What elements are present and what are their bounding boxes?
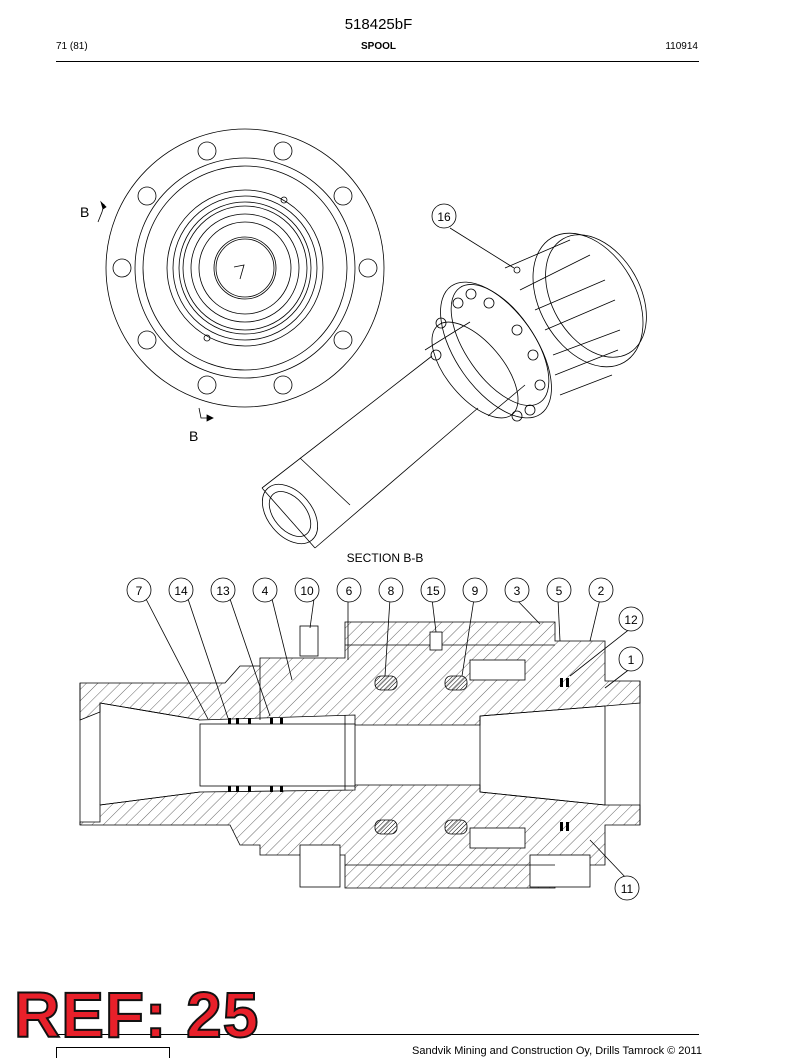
- callout-5: 5: [546, 577, 572, 603]
- callout-12: 12: [618, 606, 644, 632]
- svg-text:13: 13: [216, 584, 230, 598]
- svg-text:16: 16: [437, 210, 451, 224]
- callout-11: 11: [614, 875, 640, 901]
- page-title: SPOOL: [360, 41, 396, 52]
- callout-14: 14: [168, 577, 194, 603]
- svg-text:12: 12: [624, 613, 638, 627]
- svg-text:4: 4: [262, 584, 269, 598]
- callout-13: 13: [210, 577, 236, 603]
- callout-15: 15: [420, 577, 446, 603]
- callout-3: 3: [504, 577, 530, 603]
- isometric-view: [261, 227, 647, 549]
- callout-16: 16: [431, 203, 457, 229]
- svg-text:2: 2: [598, 584, 605, 598]
- callout-7: 7: [126, 577, 152, 603]
- svg-text:1: 1: [628, 653, 635, 667]
- svg-text:14: 14: [174, 584, 188, 598]
- svg-text:7: 7: [136, 584, 143, 598]
- footer-copyright: Sandvik Mining and Construction Oy, Dril…: [412, 1045, 702, 1057]
- section-marker-top: B: [80, 204, 89, 220]
- page-number: 71 (81): [56, 41, 88, 52]
- header-rule: [56, 61, 699, 62]
- front-view: [97, 128, 385, 422]
- section-view: [79, 621, 641, 889]
- section-marker-bottom: B: [189, 428, 198, 444]
- callout-6: 6: [336, 577, 362, 603]
- document-id: 518425bF: [344, 16, 413, 33]
- ref-overlay-label: REF: 25: [13, 979, 260, 1051]
- callout-8: 8: [378, 577, 404, 603]
- callout-2: 2: [588, 577, 614, 603]
- footer-rule: [56, 1034, 699, 1035]
- svg-text:9: 9: [472, 584, 479, 598]
- callout-10: 10: [294, 577, 320, 603]
- section-title: SECTION B-B: [346, 551, 424, 565]
- svg-text:11: 11: [621, 882, 634, 896]
- svg-text:15: 15: [426, 584, 440, 598]
- svg-text:5: 5: [556, 584, 563, 598]
- callout-4: 4: [252, 577, 278, 603]
- svg-text:10: 10: [300, 584, 314, 598]
- callout-9: 9: [462, 577, 488, 603]
- document-code: 110914: [665, 41, 698, 52]
- svg-text:8: 8: [388, 584, 395, 598]
- svg-text:3: 3: [514, 584, 521, 598]
- leader-lines: [145, 598, 632, 880]
- svg-text:6: 6: [346, 584, 353, 598]
- callout-1: 1: [618, 646, 644, 672]
